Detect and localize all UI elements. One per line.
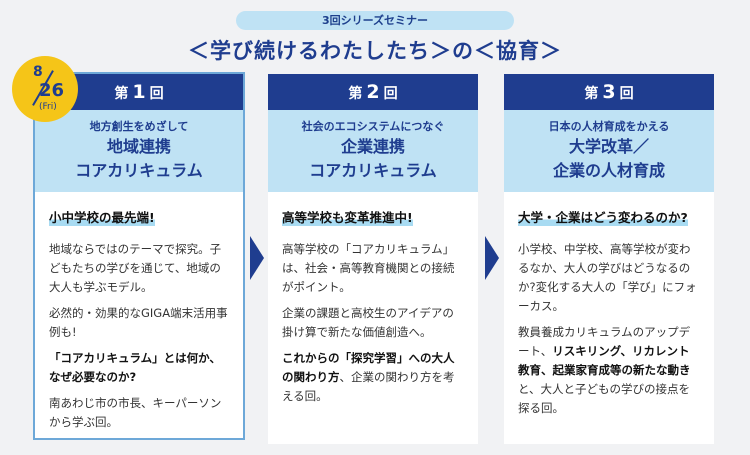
session-number: 2 xyxy=(366,81,380,103)
card-paragraph: 小学校、中学校、高等学校が変わるなか、大人の学びはどうなるのか?変化する大人の「… xyxy=(518,242,697,313)
card-subtitle-line1: 企業連携 xyxy=(340,137,405,156)
card-highlight: 高等学校も変革推進中! xyxy=(282,209,413,226)
card-subtitle-small: 社会のエコシステムにつなぐ xyxy=(301,120,445,133)
card-paragraph: 教員養成カリキュラムのアップデート、リスキリング、リカレント教育、起業家育成等の… xyxy=(518,323,700,418)
card-body: 高等学校も変革推進中! 高等学校の「コアカリキュラム」は、社会・高等教育機関との… xyxy=(268,192,478,406)
date-badge: 8 26 (Fri) xyxy=(12,56,78,122)
card-highlight: 小中学校の最先端! xyxy=(49,209,155,226)
session-number: 3 xyxy=(602,81,616,103)
card-subtitle-line2: コアカリキュラム xyxy=(309,161,437,180)
session-prefix: 第 xyxy=(584,86,599,102)
session-prefix: 第 xyxy=(114,86,129,102)
card-subtitle-small: 日本の人材育成をかえる xyxy=(548,120,670,133)
session-suffix: 回 xyxy=(149,86,164,102)
card-subtitle-line1: 地域連携 xyxy=(106,137,171,156)
card-paragraph: 必然的・効果的なGIGA端末活用事例も! xyxy=(49,306,228,339)
card-subtitle-block: 地方創生をめざして 地域連携 コアカリキュラム xyxy=(35,110,243,192)
text-span: 、企業の関わり方を考える回。 xyxy=(282,370,455,403)
card-paragraph: 高等学校の「コアカリキュラム」は、社会・高等教育機関との接続がポイント。 xyxy=(282,242,455,294)
card-subtitle-small: 地方創生をめざして xyxy=(89,120,189,133)
text-span: と、大人と子どもの学びの接点を探る回。 xyxy=(518,382,691,415)
date-month: 8 xyxy=(33,64,43,80)
date-weekday: (Fri) xyxy=(39,102,57,112)
next-arrow-icon xyxy=(485,236,499,280)
card-highlight: 大学・企業はどう変わるのか? xyxy=(518,209,688,226)
series-label: 3回シリーズセミナー xyxy=(236,11,514,30)
session-suffix: 回 xyxy=(383,86,398,102)
card-subtitle-line1: 大学改革／ xyxy=(568,137,649,156)
text-span: 教員養成カリキュラムのアップデート、 xyxy=(518,325,691,358)
date-day: 26 xyxy=(39,80,65,101)
card-paragraph: 南あわじ市の市長、キーパーソンから学ぶ回。 xyxy=(49,396,222,429)
card-body: 大学・企業はどう変わるのか? 小学校、中学校、高等学校が変わるなか、大人の学びは… xyxy=(504,192,714,418)
session-prefix: 第 xyxy=(348,86,363,102)
card-body: 小中学校の最先端! 地域ならではのテーマで探究。子どもたちの学びを通じて、地域の… xyxy=(35,192,243,432)
next-arrow-icon xyxy=(250,236,264,280)
session-suffix: 回 xyxy=(619,86,634,102)
page-title: ＜学び続けるわたしたち＞の＜協育＞ xyxy=(188,39,562,63)
card-paragraph-bold: 「コアカリキュラム」とは何か、なぜ必要なのか? xyxy=(49,351,221,384)
session-number: 1 xyxy=(132,81,146,103)
card-subtitle-line2: 企業の人材育成 xyxy=(552,161,665,180)
card-subtitle-block: 社会のエコシステムにつなぐ 企業連携 コアカリキュラム xyxy=(268,110,478,192)
card-paragraph: これからの「探究学習」への大人の関わり方、企業の関わり方を考える回。 xyxy=(282,349,464,406)
card-paragraph: 企業の課題と高校生のアイデアの掛け算で新たな価値創造へ。 xyxy=(282,306,454,339)
card-subtitle-block: 日本の人材育成をかえる 大学改革／ 企業の人材育成 xyxy=(504,110,714,192)
card-paragraph: 地域ならではのテーマで探究。子どもたちの学びを通じて、地域の大人も学ぶモデル。 xyxy=(49,242,222,294)
bold-phrase: これからの「探究学習」への大人の関わり方 xyxy=(282,351,455,384)
bold-phrase: リスキリング、リカレント教育、起業家育成等の新たな動き xyxy=(518,344,691,377)
card-subtitle-line2: コアカリキュラム xyxy=(75,161,203,180)
